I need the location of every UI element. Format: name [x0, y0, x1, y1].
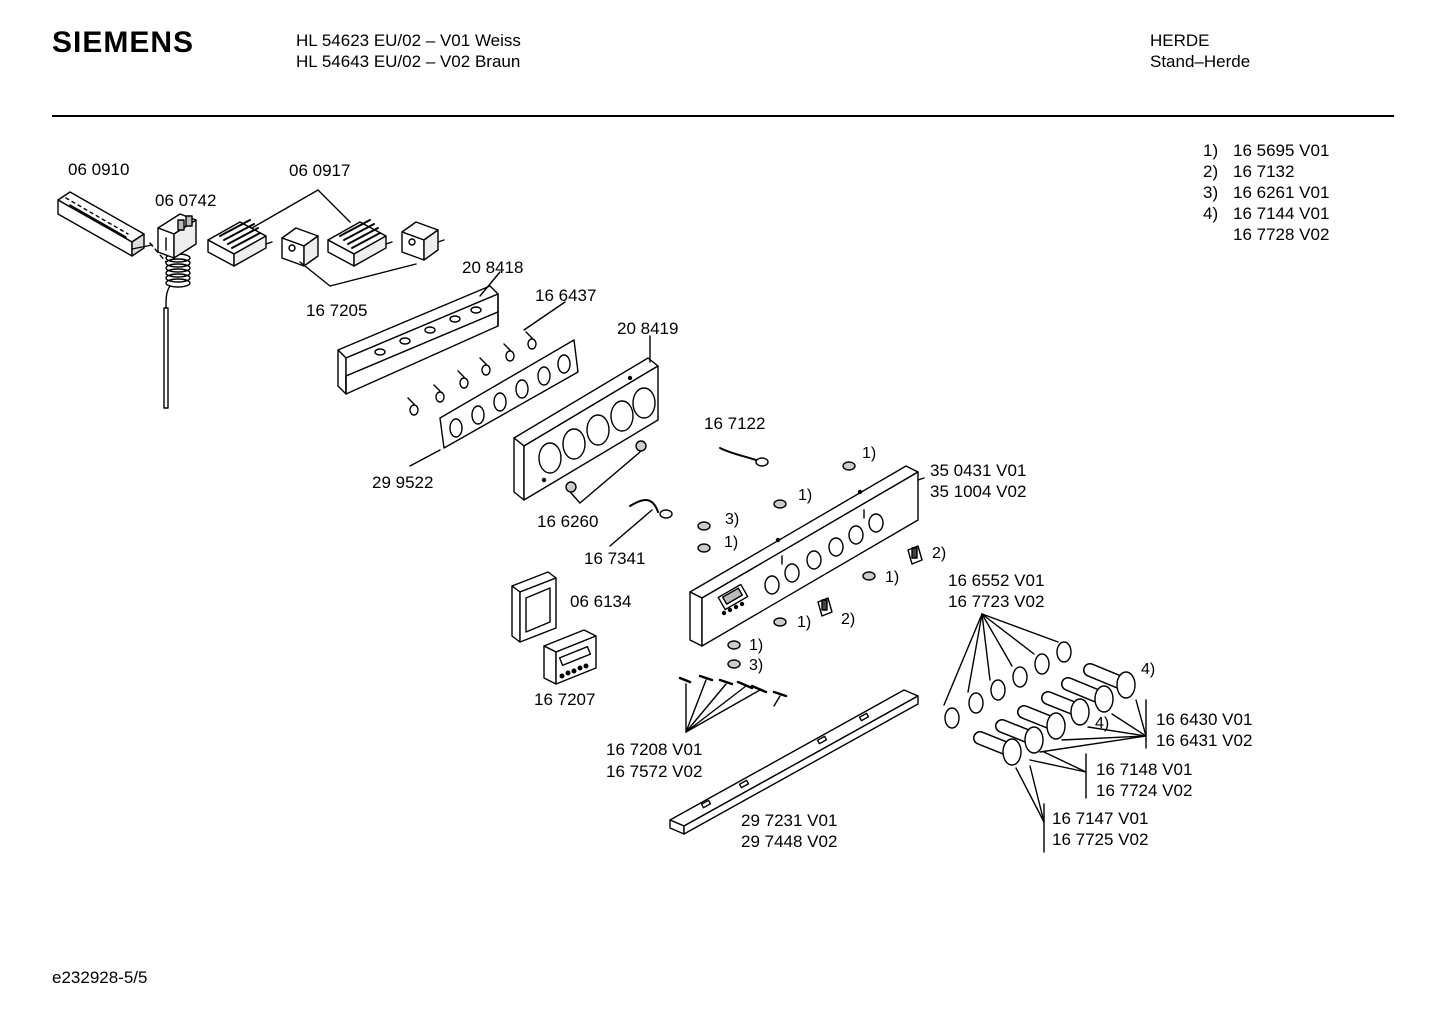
footnote-mark: 2) [1203, 162, 1219, 181]
category-line-1: HERDE [1150, 31, 1210, 50]
panel-clips [817, 545, 923, 617]
thermostat-housing [57, 191, 167, 263]
capillary-tube [163, 253, 191, 409]
energy-regulators [207, 189, 393, 267]
part-label: 29 7231 V01 [741, 811, 838, 830]
part-label: 06 0742 [155, 191, 217, 210]
part-label: 16 7723 V02 [948, 592, 1045, 611]
footnote-mark: 4) [1203, 204, 1219, 223]
control-knobs [973, 663, 1136, 766]
callout-mark: 1) [724, 534, 739, 551]
small-washers [407, 301, 566, 416]
part-label: 29 9522 [372, 473, 434, 492]
model-line-1: HL 54623 EU/02 – V01 Weiss [296, 31, 521, 50]
callout-mark: 4) [1095, 715, 1110, 732]
callout-mark: 1) [862, 445, 877, 462]
document-id: e232928-5/5 [52, 968, 148, 987]
part-label: 16 7724 V02 [1096, 781, 1193, 800]
model-line-2: HL 54643 EU/02 – V02 Braun [296, 52, 521, 71]
part-label: 16 7205 [306, 301, 368, 320]
clock-module [543, 629, 597, 685]
switch-block [157, 213, 197, 259]
callout-mark: 1) [798, 487, 813, 504]
front-plate [513, 335, 659, 501]
part-label: 16 7341 [584, 549, 646, 568]
panel-washers [697, 461, 876, 669]
category-line-2: Stand–Herde [1150, 52, 1251, 71]
control-panel [689, 465, 925, 647]
callout-mark: 4) [1141, 661, 1156, 678]
part-label: 16 7725 V02 [1052, 830, 1149, 849]
part-label: 16 7148 V01 [1096, 760, 1193, 779]
part-label: 35 1004 V02 [930, 482, 1027, 501]
part-label: 16 7122 [704, 414, 766, 433]
part-label: 06 0917 [289, 161, 351, 180]
callout-mark: 1) [797, 614, 812, 631]
header-rule [52, 115, 1394, 117]
part-label: 16 6552 V01 [948, 571, 1045, 590]
part-label: 16 7208 V01 [606, 740, 703, 759]
footnote-code: 16 5695 V01 [1233, 141, 1330, 160]
callout-mark: 1) [749, 637, 764, 654]
part-label: 16 6431 V02 [1156, 731, 1253, 750]
part-label: 20 8419 [617, 319, 679, 338]
part-label: 16 6260 [537, 512, 599, 531]
callout-mark: 3) [749, 657, 764, 674]
part-label: 06 0910 [68, 160, 130, 179]
knob-leaders [1015, 699, 1147, 853]
footnote-code: 16 7728 V02 [1233, 225, 1330, 244]
callout-mark: 2) [841, 611, 856, 628]
grommets [565, 440, 647, 504]
part-label: 16 7147 V01 [1052, 809, 1149, 828]
footnote-mark: 1) [1203, 141, 1219, 160]
display-frame [511, 571, 557, 643]
part-label: 20 8418 [462, 258, 524, 277]
part-label: 29 7448 V02 [741, 832, 838, 851]
callout-mark: 2) [932, 545, 947, 562]
part-label: 16 6430 V01 [1156, 710, 1253, 729]
knob-rings [943, 613, 1072, 729]
part-label: 16 7572 V02 [606, 762, 703, 781]
rotary-switches [281, 221, 445, 287]
gasket-strip [409, 339, 579, 467]
trim-strip [669, 689, 919, 835]
footnote-mark: 3) [1203, 183, 1219, 202]
part-label: 16 7207 [534, 690, 596, 709]
callout-mark: 1) [885, 569, 900, 586]
part-label: 06 6134 [570, 592, 632, 611]
footnote-code: 16 7144 V01 [1233, 204, 1330, 223]
callout-mark: 3) [725, 511, 740, 528]
screws [678, 674, 788, 733]
mounting-bracket [337, 271, 501, 395]
lamp-cable-upper [719, 447, 769, 467]
part-label: 35 0431 V01 [930, 461, 1027, 480]
footnote-code: 16 6261 V01 [1233, 183, 1330, 202]
lamp-cable-lower [609, 499, 673, 547]
brand-logo: SIEMENS [52, 26, 195, 59]
footnote-code: 16 7132 [1233, 162, 1295, 181]
part-label: 16 6437 [535, 286, 597, 305]
